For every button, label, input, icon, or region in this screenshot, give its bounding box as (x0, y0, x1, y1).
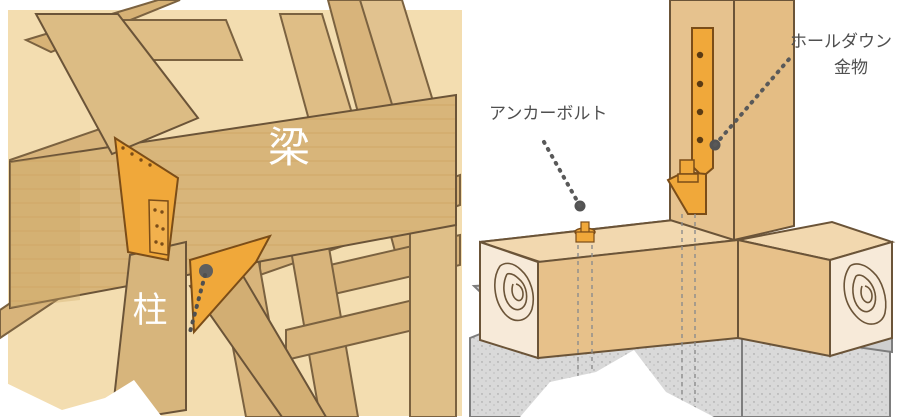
column (110, 240, 187, 417)
hidden-anchor-lines (577, 214, 696, 417)
post-side (733, 0, 795, 242)
wood-grain-right (843, 263, 887, 325)
metal-plate-lower (188, 234, 273, 335)
bolt-marker-left (199, 264, 213, 278)
sill-end-right (829, 240, 893, 358)
anchor-bolt-label: アンカーボルト (489, 104, 607, 124)
holddown-plate (691, 27, 714, 175)
holddown-label-line1: ホールダウン (790, 32, 892, 52)
sill-end-left (479, 240, 539, 360)
right-panel: アンカーボルト ホールダウン 金物 (469, 0, 917, 417)
column-label: 柱 (132, 291, 167, 331)
beam-label: 梁 (268, 123, 310, 172)
holddown-label-line2: 金物 (834, 58, 868, 78)
left-panel: 梁 柱 (0, 0, 462, 417)
wood-grain-left (494, 262, 535, 322)
sill-front-face (537, 238, 739, 360)
